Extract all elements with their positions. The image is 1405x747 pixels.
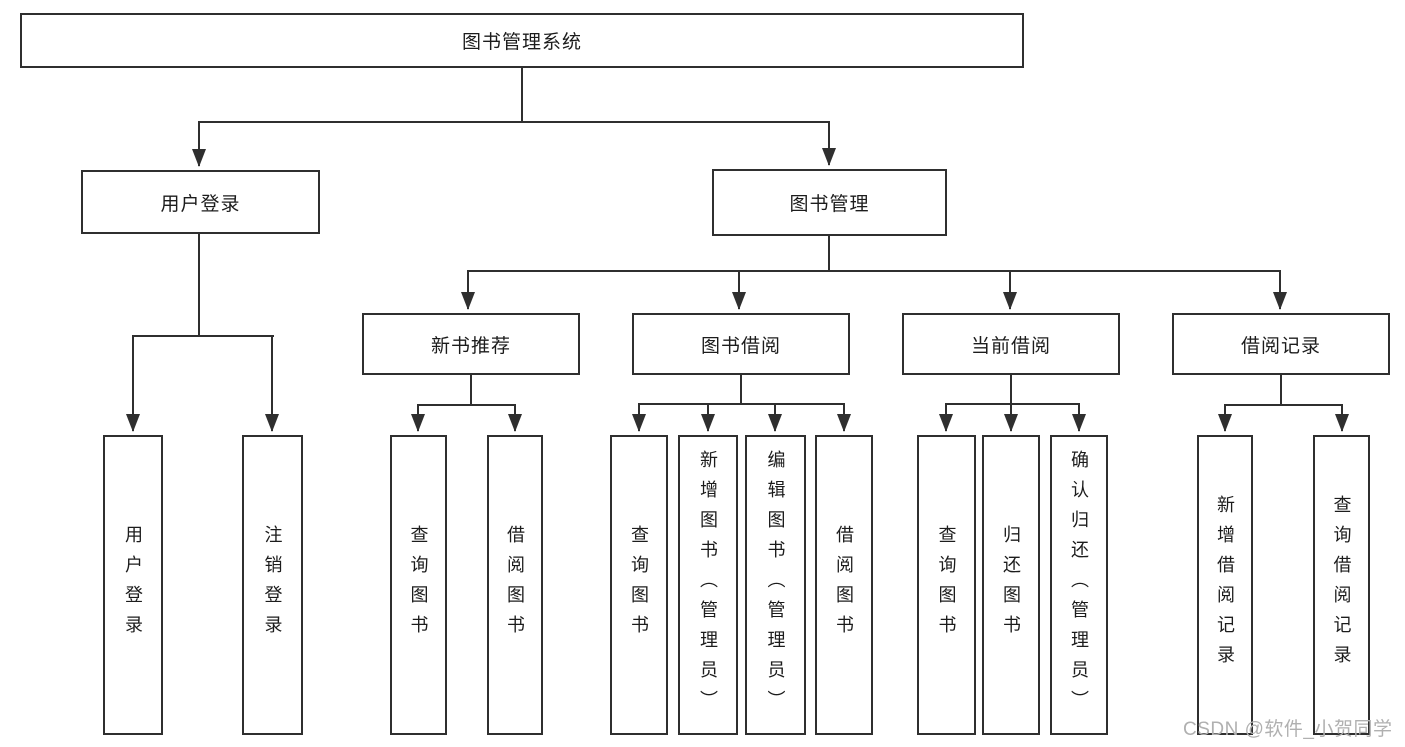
leaf-nb-borrow-books: 借阅图书 bbox=[487, 435, 543, 735]
node-borrow-records: 借阅记录 bbox=[1172, 313, 1390, 375]
leaf-nb-query-books: 查询图书 bbox=[390, 435, 447, 735]
leaf-br-query-record: 查询借阅记录 bbox=[1313, 435, 1370, 735]
node-current-borrow: 当前借阅 bbox=[902, 313, 1120, 375]
csdn-watermark: CSDN @软件_小贺同学 bbox=[1183, 719, 1393, 740]
leaf-br-add-record: 新增借阅记录 bbox=[1197, 435, 1253, 735]
node-root-system: 图书管理系统 bbox=[20, 13, 1024, 68]
leaf-bb-edit-books-admin: 编辑图书（管理员） bbox=[745, 435, 806, 735]
leaf-cb-query-books: 查询图书 bbox=[917, 435, 976, 735]
leaf-bb-borrow-books: 借阅图书 bbox=[815, 435, 873, 735]
leaf-cb-return-books: 归还图书 bbox=[982, 435, 1040, 735]
node-book-borrow: 图书借阅 bbox=[632, 313, 850, 375]
leaf-bb-query-books: 查询图书 bbox=[610, 435, 668, 735]
leaf-logout: 注销登录 bbox=[242, 435, 303, 735]
leaf-cb-confirm-return-admin: 确认归还（管理员） bbox=[1050, 435, 1108, 735]
leaf-bb-add-books-admin: 新增图书（管理员） bbox=[678, 435, 738, 735]
node-user-login: 用户登录 bbox=[81, 170, 320, 234]
node-new-book-recommend: 新书推荐 bbox=[362, 313, 580, 375]
node-book-management: 图书管理 bbox=[712, 169, 947, 236]
leaf-user-login: 用户登录 bbox=[103, 435, 163, 735]
